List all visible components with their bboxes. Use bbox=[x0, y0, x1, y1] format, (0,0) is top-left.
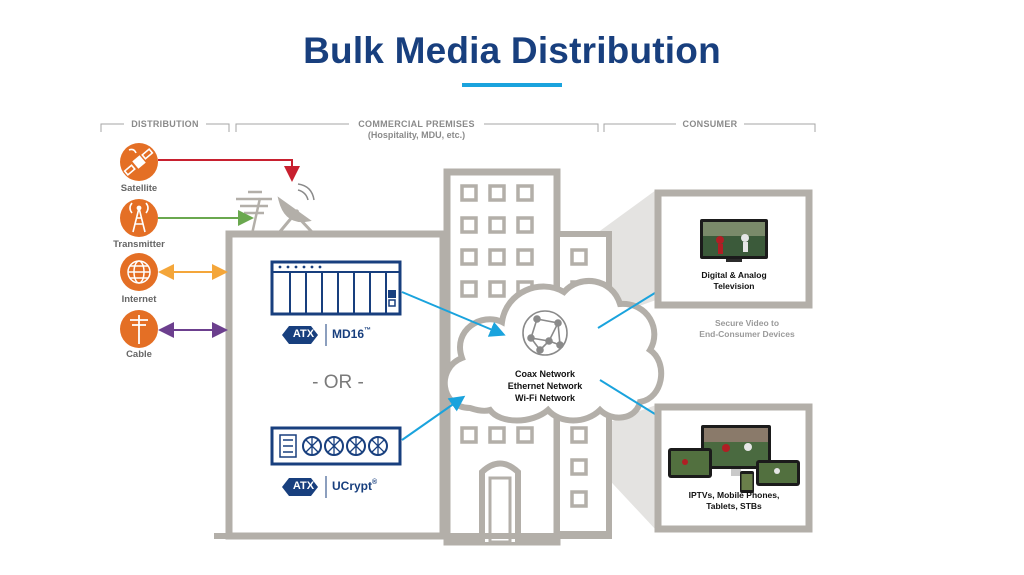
page-title: Bulk Media Distribution bbox=[303, 30, 721, 71]
devices-label: IPTVs, Mobile Phones, Tablets, STBs bbox=[688, 490, 780, 511]
md16-chassis-icon bbox=[270, 260, 402, 316]
md16-brand: ATX bbox=[292, 328, 315, 340]
network-types-label: Coax Network Ethernet Network Wi-Fi Netw… bbox=[470, 368, 620, 404]
satellite-icon bbox=[120, 143, 158, 181]
section-label-consumer: CONSUMER bbox=[682, 119, 738, 129]
ucrypt-model: UCrypt® bbox=[332, 479, 378, 493]
section-label-distribution: DISTRIBUTION bbox=[131, 119, 199, 129]
section-brackets bbox=[100, 123, 816, 132]
network-wifi: Wi-Fi Network bbox=[515, 393, 575, 403]
satellite-dish-icon bbox=[276, 183, 315, 235]
network-coax: Coax Network bbox=[514, 369, 576, 379]
ucrypt-brand: ATX bbox=[292, 480, 315, 492]
source-label-transmitter: Transmitter bbox=[113, 239, 165, 250]
globe-icon bbox=[120, 253, 158, 291]
network-ethernet: Ethernet Network bbox=[507, 381, 583, 391]
md16-model: MD16™ bbox=[332, 327, 372, 341]
secure-video-caption: Secure Video to End-Consumer Devices bbox=[699, 318, 795, 339]
title-underline bbox=[462, 83, 562, 87]
transmitter-tower-icon bbox=[120, 199, 158, 237]
network-node-icon bbox=[522, 310, 568, 356]
ucrypt-chassis-icon bbox=[270, 426, 402, 466]
satellite-line bbox=[158, 159, 300, 182]
section-sublabel-commercial: (Hospitality, MDU, etc.) bbox=[367, 130, 466, 140]
roof-antenna-icon bbox=[236, 190, 272, 235]
tv-label: Digital & Analog Television bbox=[701, 270, 767, 291]
cable-pole-icon bbox=[120, 310, 158, 348]
source-label-internet: Internet bbox=[121, 294, 157, 305]
md16-atx-logo bbox=[282, 324, 327, 346]
source-label-cable: Cable bbox=[126, 349, 152, 360]
section-label-commercial: COMMERCIAL PREMISES bbox=[358, 119, 475, 129]
consumer-devices-icon bbox=[668, 425, 800, 493]
television-icon bbox=[700, 219, 768, 262]
md16-to-cloud-arrow bbox=[401, 291, 506, 337]
ucrypt-atx-logo bbox=[282, 476, 327, 498]
ucrypt-to-cloud-arrow bbox=[401, 395, 466, 441]
or-separator: - OR - bbox=[312, 372, 364, 393]
source-label-satellite: Satellite bbox=[120, 183, 158, 194]
